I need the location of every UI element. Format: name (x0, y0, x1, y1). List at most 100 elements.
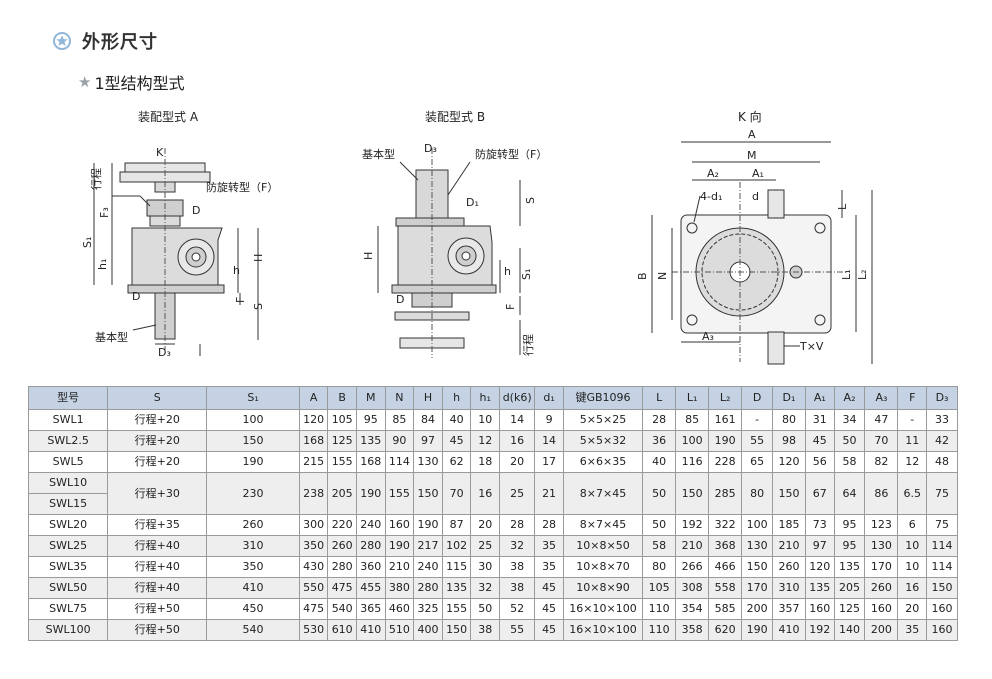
table-cell: 32 (470, 577, 501, 599)
table-cell: 115 (441, 556, 472, 578)
table-cell: 155 (441, 598, 472, 620)
table-cell: 86 (864, 472, 899, 515)
table-cell: 200 (864, 619, 899, 641)
star-circle-icon (53, 32, 71, 50)
model-cell: SWL2.5 (27, 430, 109, 452)
table-cell: 135 (441, 577, 472, 599)
table-cell: 33 (926, 409, 958, 431)
view-k-A-label: A (748, 128, 756, 141)
column-header: d₁ (534, 386, 564, 410)
table-cell: 行程+20 (107, 430, 208, 452)
table-cell: 9 (534, 409, 564, 431)
view-a-h-label: h (233, 264, 240, 277)
model-cell: SWL35 (27, 556, 109, 578)
view-a-D-label: D (132, 290, 140, 303)
table-cell: 135 (356, 430, 386, 452)
table-cell: 150 (675, 472, 710, 515)
table-cell: 322 (708, 514, 743, 536)
table-cell: 55 (499, 619, 536, 641)
view-a-F-label: F (234, 297, 247, 303)
table-cell: 530 (298, 619, 329, 641)
table-cell: 217 (413, 535, 443, 557)
column-header: L₂ (708, 386, 743, 410)
view-k-B-label: B (636, 272, 649, 280)
table-cell: 80 (642, 556, 677, 578)
table-cell: 280 (413, 577, 443, 599)
table-cell: 210 (675, 535, 710, 557)
model-cell: SWL75 (27, 598, 109, 620)
table-cell: 16×10×100 (562, 598, 644, 620)
model-cell: SWL15 (27, 493, 109, 515)
table-cell: 540 (327, 598, 357, 620)
column-header: B (327, 386, 357, 410)
table-cell: 21 (534, 472, 564, 515)
table-cell: 70 (864, 430, 899, 452)
column-header: 键GB1096 (562, 386, 644, 410)
view-b-d1-label: D₁ (466, 196, 479, 209)
table-cell: - (741, 409, 773, 431)
view-a-d3-label: D₃ (158, 346, 171, 359)
table-cell: 114 (926, 535, 958, 557)
star-icon: ★ (78, 73, 92, 91)
table-cell: 168 (356, 451, 386, 473)
table-cell: 58 (833, 451, 866, 473)
table-cell: 75 (926, 514, 958, 536)
table-cell: 240 (356, 514, 386, 536)
table-cell: 100 (206, 409, 300, 431)
table-cell: 260 (864, 577, 899, 599)
table-cell: - (897, 409, 928, 431)
table-cell: 460 (384, 598, 415, 620)
view-b-d3-label: D₃ (424, 142, 437, 155)
table-cell: 45 (441, 430, 472, 452)
table-cell: 266 (675, 556, 710, 578)
column-header: M (356, 386, 386, 410)
table-cell: 64 (833, 472, 866, 515)
table-cell: 540 (206, 619, 300, 641)
view-b-h-label: h (504, 265, 511, 278)
table-cell: 95 (356, 409, 386, 431)
view-k-key-label: T×V (799, 340, 824, 353)
table-cell: 410 (206, 577, 300, 599)
table-cell: 135 (805, 577, 835, 599)
table-cell: 125 (833, 598, 866, 620)
table-cell: 67 (805, 472, 835, 515)
table-cell: 215 (298, 451, 329, 473)
table-cell: 12 (470, 430, 501, 452)
table-cell: 行程+30 (107, 472, 208, 515)
table-cell: 150 (926, 577, 958, 599)
table-cell: 45 (805, 430, 835, 452)
table-cell: 6 (897, 514, 928, 536)
view-k-d-label: d (752, 190, 759, 203)
table-cell: 130 (413, 451, 443, 473)
table-cell: 110 (642, 598, 677, 620)
table-cell: 357 (771, 598, 807, 620)
table-cell: 90 (384, 430, 415, 452)
table-cell: 123 (864, 514, 899, 536)
view-a-S-label: S (252, 303, 265, 310)
table-cell: 190 (708, 430, 743, 452)
view-k-A3-label: A₃ (702, 330, 714, 343)
page-title: 外形尺寸 (82, 32, 158, 53)
table-cell: 350 (206, 556, 300, 578)
table-cell: 105 (642, 577, 677, 599)
table-cell: 42 (926, 430, 958, 452)
table-cell: 430 (298, 556, 329, 578)
column-header: A₂ (833, 386, 866, 410)
table-cell: 510 (384, 619, 415, 641)
table-cell: 190 (413, 514, 443, 536)
table-cell: 25 (499, 472, 536, 515)
table-cell: 192 (805, 619, 835, 641)
table-cell: 150 (771, 472, 807, 515)
table-cell: 28 (534, 514, 564, 536)
table-cell: 280 (356, 535, 386, 557)
table-cell: 95 (833, 514, 866, 536)
table-cell: 47 (864, 409, 899, 431)
table-cell: 410 (356, 619, 386, 641)
column-header: h (441, 386, 472, 410)
view-b-s1-label: S₁ (520, 269, 533, 280)
table-cell: 14 (499, 409, 536, 431)
table-cell: 45 (534, 598, 564, 620)
table-cell: 190 (356, 472, 386, 515)
